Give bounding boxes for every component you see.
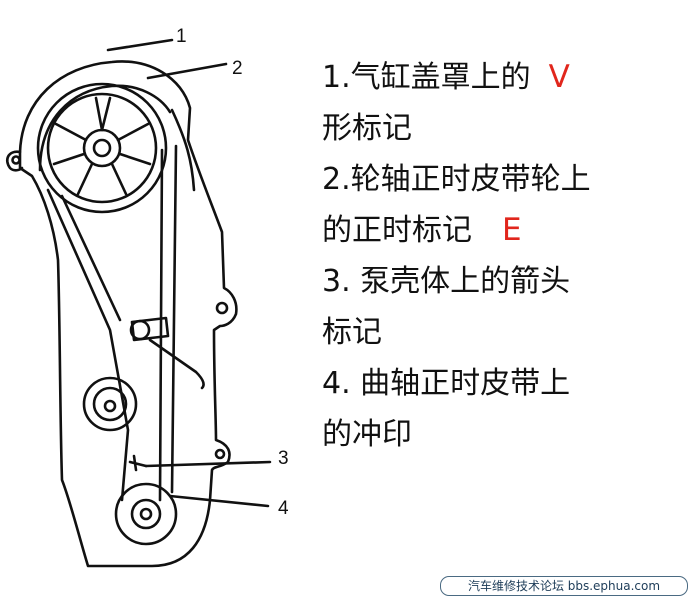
callout-4: 4: [278, 498, 289, 519]
legend-item-1-text: 1.气缸盖罩上的: [322, 60, 531, 95]
legend-line-7: 4. 曲轴正时皮带上: [322, 366, 571, 401]
callout-1: 1: [176, 26, 187, 47]
legend-line-8: 的冲印: [322, 417, 412, 452]
leader-line-3: [144, 460, 272, 468]
camshaft-hub: [82, 128, 122, 168]
crankshaft-pulley: [114, 482, 178, 546]
leader-line-1: [106, 38, 174, 52]
callout-2: 2: [232, 58, 243, 79]
legend-line-1: 1.气缸盖罩上的 V: [322, 52, 694, 103]
callout-3: 3: [278, 448, 289, 469]
camshaft-pulley: [36, 82, 168, 214]
water-pump: [82, 376, 138, 432]
timing-belt-diagram: 1 2 3 4: [6, 26, 289, 568]
v-mark-label: V: [548, 59, 570, 95]
legend-line-3: 2.轮轴正时皮带轮上: [322, 162, 591, 197]
leader-line-2: [146, 62, 228, 80]
legend-line-6: 标记: [322, 315, 382, 350]
timing-belt: [46, 144, 178, 502]
legend-item-2-text: 的正时标记: [322, 213, 472, 248]
legend-line-4: 的正时标记 E: [322, 205, 694, 256]
legend-text: 1.气缸盖罩上的 V 形标记 2.轮轴正时皮带轮上 的正时标记 E 3. 泵壳体上的…: [322, 52, 694, 460]
cover-left-ear: [6, 150, 24, 172]
e-mark-label: E: [502, 212, 522, 248]
legend-line-5: 3. 泵壳体上的箭头: [322, 264, 571, 299]
legend-line-2: 形标记: [322, 111, 412, 146]
leader-line-4: [168, 494, 270, 508]
timing-cover-outline: [18, 60, 238, 568]
forum-watermark: 汽车维修技术论坛 bbs.ephua.com: [440, 576, 688, 596]
